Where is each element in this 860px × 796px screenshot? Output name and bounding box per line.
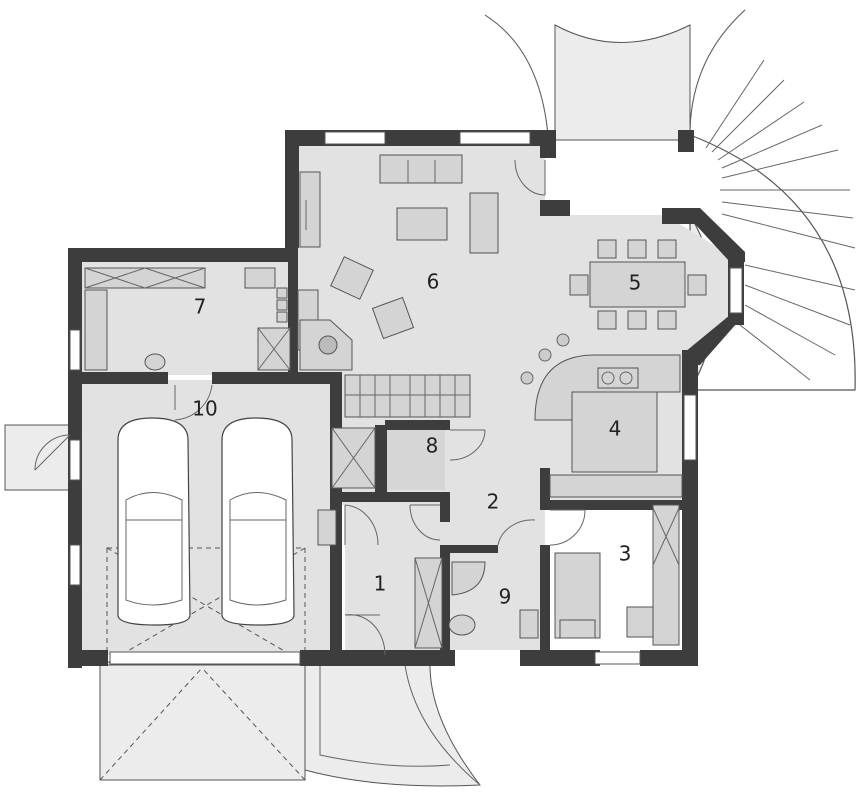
dining-furniture	[569, 239, 707, 330]
room-label-3: 3	[619, 542, 632, 566]
garage-dashed-zone	[106, 547, 306, 664]
driveway	[99, 664, 306, 781]
utility-furniture	[84, 267, 291, 371]
hall-wardrobe	[317, 509, 443, 649]
car-right	[221, 417, 295, 626]
windows	[69, 131, 743, 665]
room-label-4: 4	[609, 417, 622, 441]
room-label-6: 6	[427, 270, 440, 294]
bathroom-fixtures	[448, 561, 539, 639]
room-label-1: 1	[374, 572, 387, 596]
terrace-steps	[705, 59, 856, 381]
kitchen-furniture	[520, 333, 683, 498]
room-label-2: 2	[487, 490, 500, 514]
entry-terrace	[304, 660, 481, 787]
room-label-8: 8	[426, 434, 439, 458]
room-label-5: 5	[629, 271, 642, 295]
room-label-10: 10	[192, 397, 217, 421]
doors	[34, 159, 586, 656]
room3-furniture	[554, 504, 680, 646]
living-furniture	[276, 154, 499, 371]
room-label-7: 7	[194, 295, 207, 319]
stairs	[331, 374, 471, 489]
car-left	[117, 417, 191, 626]
room-label-9: 9	[499, 585, 512, 609]
